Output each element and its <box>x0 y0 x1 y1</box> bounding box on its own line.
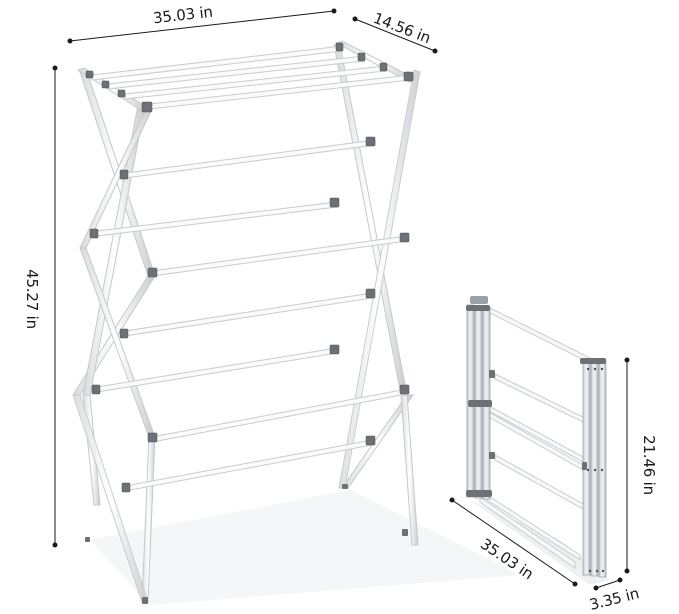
height-label: 45.27 in <box>22 269 41 329</box>
folded-rack <box>466 296 610 585</box>
dimension-lines <box>52 8 630 591</box>
unfolded-rack <box>72 40 520 605</box>
folded-height-label: 21.46 in <box>639 435 658 495</box>
